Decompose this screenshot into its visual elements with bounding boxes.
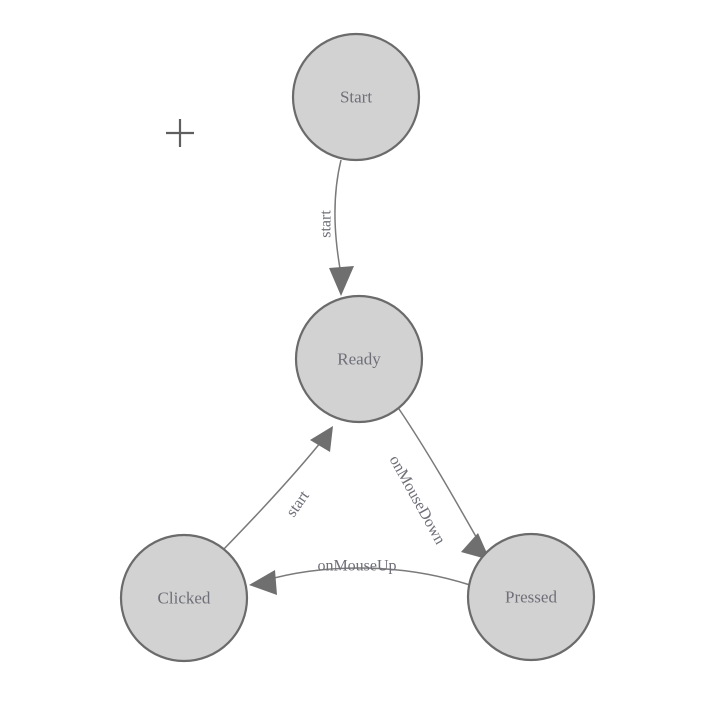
arrowhead-icon [461, 533, 490, 560]
node-ready[interactable]: Ready [294, 294, 424, 424]
edge-label-ready-to-pressed: onMouseDown [386, 453, 449, 548]
edge-line [221, 436, 326, 552]
node-circle [294, 294, 424, 424]
arrowhead-icon [310, 426, 333, 452]
edge-pressed-to-clicked[interactable]: onMouseUp [249, 558, 471, 596]
arrowhead-icon [249, 570, 277, 595]
node-circle [466, 532, 596, 662]
edge-clicked-to-ready[interactable]: start [221, 426, 333, 552]
crosshair-icon [166, 119, 194, 147]
node-label-clicked: Clicked [158, 589, 211, 608]
edge-start-to-ready[interactable]: start [318, 159, 355, 296]
node-circle [119, 533, 249, 663]
node-clicked[interactable]: Clicked [119, 533, 249, 663]
node-label-ready: Ready [337, 350, 381, 369]
edge-label-start-to-ready: start [318, 210, 335, 238]
edge-line [334, 159, 344, 286]
edge-ready-to-pressed[interactable]: onMouseDown [386, 408, 490, 560]
edge-line [262, 567, 471, 586]
edge-line [398, 408, 484, 550]
arrowhead-icon [329, 266, 354, 296]
node-label-pressed: Pressed [505, 588, 557, 607]
node-pressed[interactable]: Pressed [466, 532, 596, 662]
node-circle [291, 32, 421, 162]
node-label-start: Start [340, 88, 372, 107]
edge-label-clicked-to-ready: start [283, 487, 313, 520]
edge-label-pressed-to-clicked: onMouseUp [317, 558, 396, 575]
node-start[interactable]: Start [291, 32, 421, 162]
